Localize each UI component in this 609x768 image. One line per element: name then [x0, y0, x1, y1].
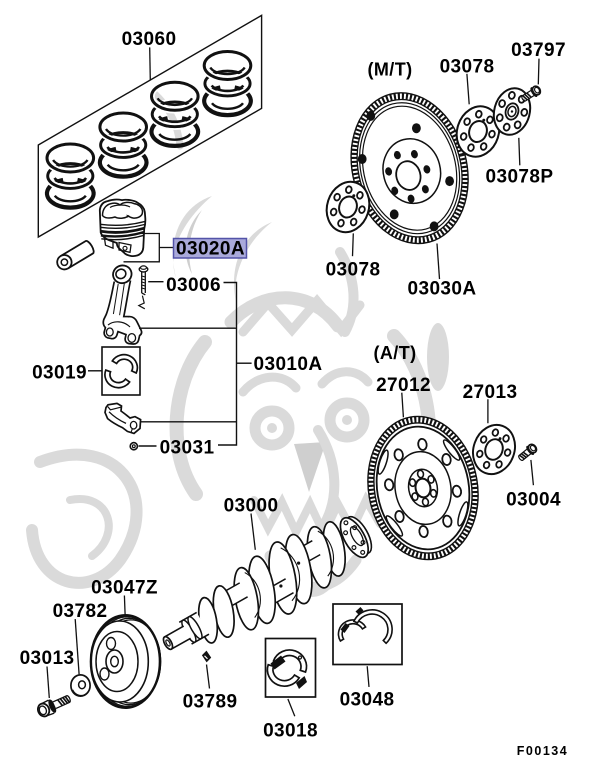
svg-text:27013: 27013 [463, 382, 518, 403]
svg-text:F00134: F00134 [517, 744, 568, 758]
svg-text:03004: 03004 [506, 489, 561, 510]
svg-text:03030A: 03030A [408, 278, 477, 299]
svg-text:03000: 03000 [224, 495, 279, 516]
svg-text:(A/T): (A/T) [374, 343, 417, 363]
svg-text:03019: 03019 [32, 362, 87, 383]
svg-text:03782: 03782 [53, 601, 108, 622]
svg-text:03078: 03078 [326, 260, 381, 281]
svg-text:03789: 03789 [183, 692, 238, 713]
svg-text:03018: 03018 [263, 721, 318, 742]
svg-text:03047Z: 03047Z [91, 577, 158, 598]
svg-text:(M/T): (M/T) [368, 60, 413, 80]
svg-text:03006: 03006 [166, 275, 221, 296]
svg-text:03797: 03797 [511, 40, 566, 61]
svg-text:03078P: 03078P [486, 167, 554, 188]
svg-text:03031: 03031 [160, 438, 215, 459]
svg-text:03020A: 03020A [176, 239, 245, 260]
svg-text:03060: 03060 [122, 29, 177, 50]
svg-text:03078: 03078 [440, 56, 495, 77]
svg-text:03013: 03013 [20, 648, 75, 669]
svg-text:03010A: 03010A [254, 354, 323, 375]
svg-text:03048: 03048 [340, 690, 395, 711]
svg-text:27012: 27012 [376, 375, 431, 396]
